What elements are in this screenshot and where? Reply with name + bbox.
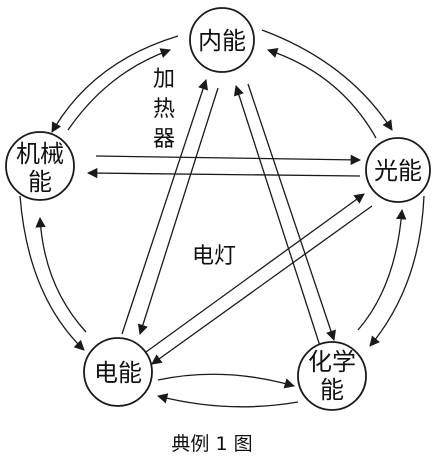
- node-light-energy-label: 光能: [374, 157, 422, 185]
- arrow-chemical-to-internal: [233, 85, 321, 347]
- node-chemical-energy-label-line2: 能: [320, 376, 344, 404]
- inner-arrows: [86, 79, 373, 365]
- arrow-electrical-to-mechanical: [35, 216, 87, 333]
- arrow-light-to-electrical: [151, 205, 373, 365]
- heater-annotation: 加 热 器: [153, 67, 175, 152]
- arrow-light-to-internal: [267, 48, 377, 139]
- figure-caption: 典例 1 图: [171, 433, 252, 455]
- node-chemical-energy-label-line1: 化学: [308, 348, 356, 376]
- lamp-label: 电灯: [192, 244, 236, 269]
- arrow-chemical-to-light: [357, 208, 407, 331]
- arrow-mechanical-to-internal: [67, 48, 171, 131]
- arrow-light-to-chemical: [369, 195, 425, 347]
- arrow-electrical-to-chemical: [157, 373, 296, 389]
- heater-label-char-3: 器: [153, 127, 175, 152]
- outer-cycle-arrows: [19, 29, 425, 408]
- node-chemical-energy: 化学 能: [297, 341, 367, 411]
- arrow-chemical-to-electrical: [156, 393, 299, 408]
- arrow-electrical-to-internal: [121, 79, 208, 335]
- node-electrical-energy: 电能: [83, 337, 153, 407]
- node-electrical-energy-label: 电能: [94, 359, 142, 387]
- arrow-electrical-to-light: [145, 193, 365, 353]
- arrow-internal-to-chemical: [247, 83, 336, 341]
- arrow-mechanical-to-electrical: [19, 195, 85, 351]
- heater-label-char-1: 加: [153, 67, 175, 92]
- arrow-light-to-mechanical: [86, 167, 361, 179]
- heater-label-char-2: 热: [153, 97, 175, 122]
- arrow-internal-to-light: [261, 29, 393, 131]
- node-mechanical-energy: 机械 能: [5, 131, 75, 201]
- node-internal-energy: 内能: [189, 7, 255, 73]
- node-light-energy: 光能: [365, 137, 431, 203]
- arrow-internal-to-electrical: [137, 87, 219, 335]
- node-internal-energy-label: 内能: [198, 27, 246, 55]
- arrow-mechanical-to-light: [95, 154, 362, 166]
- node-mechanical-energy-label-line2: 能: [28, 168, 52, 196]
- arrow-internal-to-mechanical: [51, 35, 179, 133]
- node-mechanical-energy-label-line1: 机械: [16, 140, 64, 168]
